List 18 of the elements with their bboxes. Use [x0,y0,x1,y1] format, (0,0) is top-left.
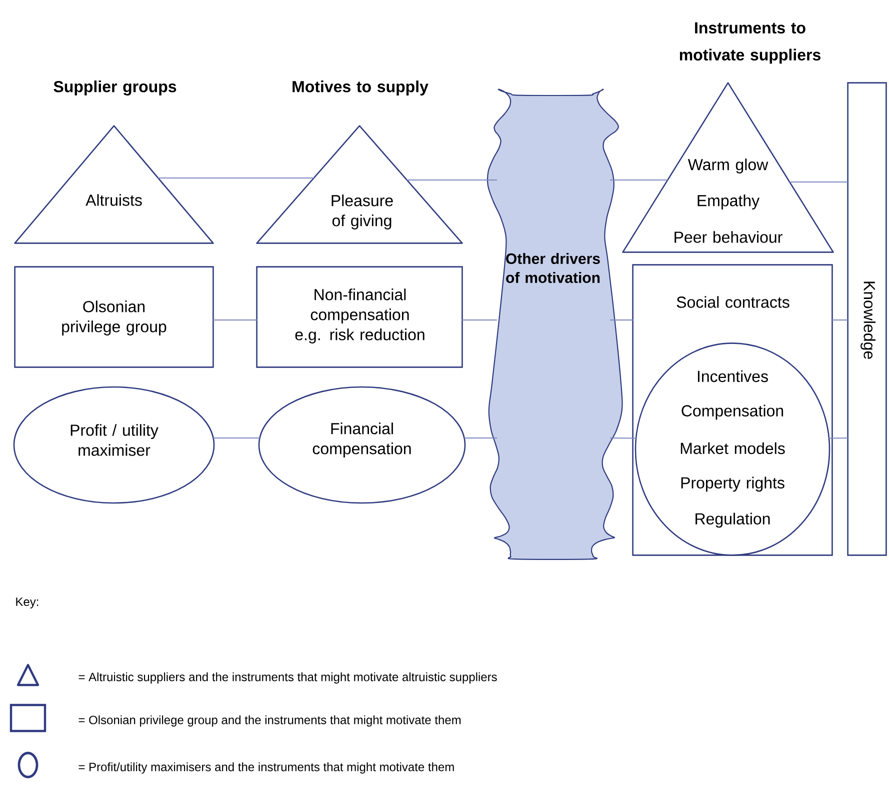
triangle-node: Altruists [14,125,214,244]
rectangle-node: Olsonian privilege group [14,266,214,368]
triangle-node: Warm glow Empathy Peer behaviour [622,82,834,253]
connector-line [610,438,636,439]
legend-text: = Profit/utility maximisers and the instruments that might motivate them [78,762,454,774]
ellipse-node: Financial compensation [258,386,466,504]
ellipse-node: Profit / utility maximiser [13,386,215,504]
column-heading: Supplier groups [54,80,176,96]
side-bar: Knowledge [847,82,887,556]
connector-line [828,438,848,439]
legend-text: = Olsonian privilege group and the instruments that might motivate them [78,715,461,727]
rectangle-node: Non-financial compensation e.g. risk reduction [256,266,463,368]
ellipse-node: Incentives Compensation Market models Property rights Regulation [634,342,830,556]
legend-text: = Altruistic suppliers and the instruments that might motivate altruistic suppliers [78,672,497,684]
column-heading: Instruments to motivate suppliers [680,22,820,64]
key-heading: Key: [16,598,38,608]
column-heading: Motives to supply [292,80,428,96]
triangle-node: Pleasure of giving [256,125,463,244]
